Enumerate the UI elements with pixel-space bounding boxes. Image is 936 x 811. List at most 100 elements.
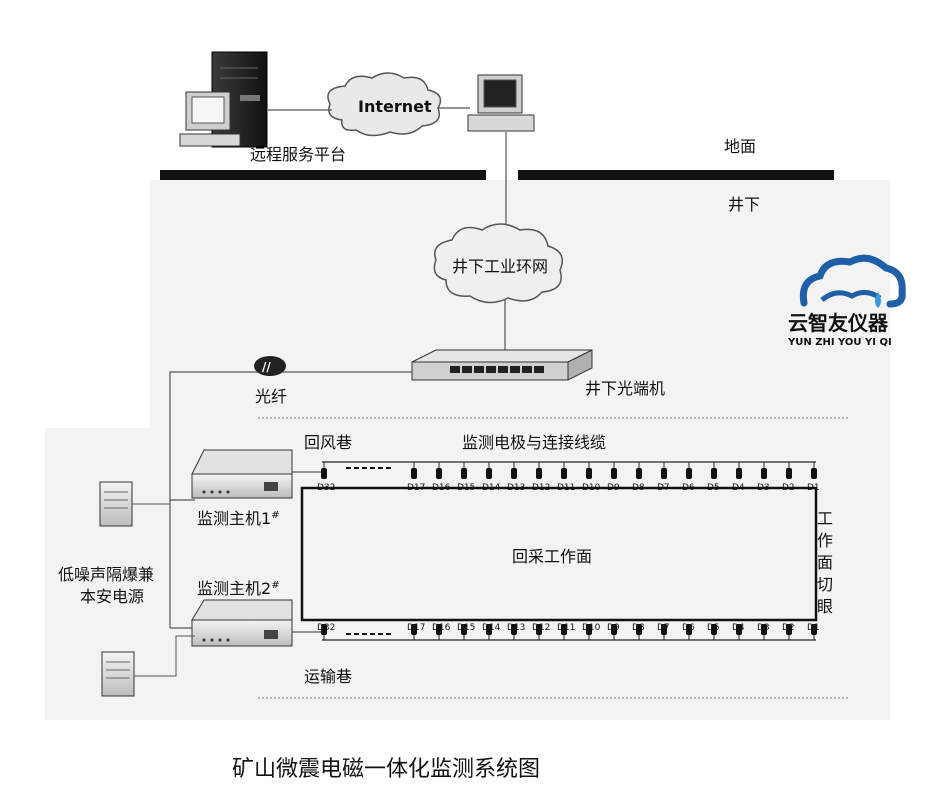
electrode-d16 xyxy=(436,624,442,635)
electrode-label-d16: D16 xyxy=(432,483,451,493)
electrode-label-d32: D32 xyxy=(317,483,335,493)
electrode-label-d13: D13 xyxy=(507,623,525,633)
electrode-d12 xyxy=(536,624,542,635)
electrode-d12 xyxy=(536,468,542,479)
electrode-d11 xyxy=(561,468,567,479)
electrode-d9 xyxy=(611,624,617,635)
electrode-d3 xyxy=(761,624,767,635)
diagram-caption: 矿山微震电磁一体化监测系统图 xyxy=(232,757,540,782)
electrode-label-d7: D7 xyxy=(657,623,670,633)
haulage-roadway-label: 运输巷 xyxy=(304,667,352,686)
electrode-d16 xyxy=(436,468,442,479)
electrode-label-d15: D15 xyxy=(457,623,475,633)
electrode-d14 xyxy=(486,624,492,635)
electrode-d15 xyxy=(461,468,467,479)
electrode-label-d12: D12 xyxy=(532,483,550,493)
fiber-connector-icon: // xyxy=(254,356,286,376)
return-air-roadway-label: 回风巷 xyxy=(304,433,352,452)
electrode-label-d14: D14 xyxy=(482,623,501,633)
electrode-label-d6: D6 xyxy=(682,623,695,633)
monitoring-host-1-icon xyxy=(191,449,293,499)
electrode-label-d17: D17 xyxy=(407,483,425,493)
electrode-label-d15: D15 xyxy=(457,483,475,493)
electrode-label-d5: D5 xyxy=(707,483,720,493)
server-computer-icon xyxy=(179,51,268,148)
electrode-label-d10: D10 xyxy=(582,623,601,633)
electrode-d2 xyxy=(786,624,792,635)
power-supply-label-line2: 本安电源 xyxy=(80,587,144,606)
face-cut-label: 工作面切眼 xyxy=(817,509,833,616)
electrode-d15 xyxy=(461,624,467,635)
electrode-label-d3: D3 xyxy=(757,623,770,633)
optical-terminal-switch-icon xyxy=(411,349,593,381)
electrode-label-d14: D14 xyxy=(482,483,501,493)
electrode-label-d16: D16 xyxy=(432,623,451,633)
ground-line-left xyxy=(160,170,486,180)
brand-logo: 云智友仪器 YUN ZHI YOU YI QI xyxy=(787,254,906,348)
electrode-label-d2: D2 xyxy=(782,483,795,493)
electrode-d1 xyxy=(811,624,817,635)
electrode-d7 xyxy=(661,468,667,479)
electrode-d17 xyxy=(411,624,417,635)
electrode-label-d8: D8 xyxy=(632,623,645,633)
electrode-d6 xyxy=(686,624,692,635)
electrode-label-d5: D5 xyxy=(707,623,720,633)
power-supply-1-icon xyxy=(99,481,133,527)
electrode-d7 xyxy=(661,624,667,635)
ground-line-right xyxy=(518,170,834,180)
electrode-label-d9: D9 xyxy=(607,483,620,493)
electrode-label-d3: D3 xyxy=(757,483,770,493)
working-face-label: 回采工作面 xyxy=(512,547,592,566)
electrode-label-d4: D4 xyxy=(732,483,745,493)
power-supply-2-icon xyxy=(101,651,135,697)
electrode-label-d7: D7 xyxy=(657,483,670,493)
electrode-label-d17: D17 xyxy=(407,623,425,633)
underground-label: 井下 xyxy=(728,195,760,214)
electrode-d4 xyxy=(736,624,742,635)
electrode-d9 xyxy=(611,468,617,479)
optical-terminal-label: 井下光端机 xyxy=(585,379,665,398)
remote-platform-label: 远程服务平台 xyxy=(250,145,346,164)
electrode-d3 xyxy=(761,468,767,479)
host-1-label: 监测主机1# xyxy=(197,509,280,528)
electrode-d8 xyxy=(636,468,642,479)
electrode-d6 xyxy=(686,468,692,479)
electrode-label-d6: D6 xyxy=(682,483,695,493)
electrode-array-return-air: D32 D17 D16 D15 D14 D13 D12 D11 D10 D9 D8 D7 D6 D5 D4 D… xyxy=(317,461,820,493)
ring-network-label: 井下工业环网 xyxy=(452,257,548,276)
internet-cloud-icon xyxy=(327,72,442,137)
surface-pc-icon xyxy=(467,74,535,132)
electrode-label-d12: D12 xyxy=(532,623,550,633)
brand-name: 云智友仪器 xyxy=(788,311,889,335)
electrode-label-d1: D1 xyxy=(807,483,820,493)
svg-text://: // xyxy=(262,360,271,374)
electrode-label-d13: D13 xyxy=(507,483,525,493)
working-face-outline xyxy=(300,486,818,622)
electrode-d2 xyxy=(786,468,792,479)
electrode-label-d10: D10 xyxy=(582,483,601,493)
electrode-label-d1: D1 xyxy=(807,623,820,633)
electrode-d13 xyxy=(511,624,517,635)
electrode-d10 xyxy=(586,624,592,635)
electrode-label-d4: D4 xyxy=(732,623,745,633)
electrode-label-d11: D11 xyxy=(557,483,575,493)
electrode-label-d32: D32 xyxy=(317,623,335,633)
electrode-d14 xyxy=(486,468,492,479)
electrode-label-d8: D8 xyxy=(632,483,645,493)
brand-pinyin: YUN ZHI YOU YI QI xyxy=(787,337,892,348)
electrode-d32 xyxy=(321,468,327,479)
electrode-d11 xyxy=(561,624,567,635)
electrode-d10 xyxy=(586,468,592,479)
electrode-label-d11: D11 xyxy=(557,623,575,633)
electrode-label-d9: D9 xyxy=(607,623,620,633)
electrode-d8 xyxy=(636,624,642,635)
surface-label: 地面 xyxy=(724,137,756,156)
internet-label: Internet xyxy=(358,97,432,116)
electrode-d5 xyxy=(711,624,717,635)
host-2-label: 监测主机2# xyxy=(197,579,280,598)
electrode-d4 xyxy=(736,468,742,479)
electrode-d13 xyxy=(511,468,517,479)
fiber-label: 光纤 xyxy=(255,387,287,406)
ring-network-cloud-icon xyxy=(433,223,563,304)
